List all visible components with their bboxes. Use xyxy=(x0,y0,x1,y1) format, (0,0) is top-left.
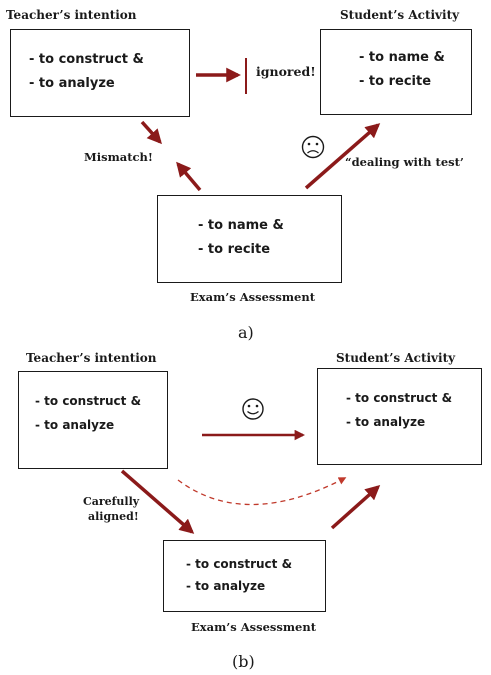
box-line: - to construct & xyxy=(29,52,144,67)
teacher-intention-title-b: Teacher’s intention xyxy=(26,351,157,365)
box-line: - to name & xyxy=(359,50,445,65)
box-line: - to construct & xyxy=(35,394,142,408)
box-line: - to construct & xyxy=(186,557,293,571)
box-line: - to analyze xyxy=(346,415,426,429)
aligned-label: aligned! xyxy=(88,510,139,523)
teacher-to-student-dashed-arrow xyxy=(177,477,347,506)
student-activity-box-b: - to construct & - to analyze xyxy=(317,368,482,465)
student-activity-title-b: Student’s Activity xyxy=(336,351,456,365)
box-line: - to analyze xyxy=(29,76,115,91)
exam-to-teacher-arrow-a xyxy=(176,161,202,192)
caption-b: (b) xyxy=(232,652,255,671)
teacher-intention-box-b: - to construct & - to analyze xyxy=(18,371,168,469)
box-line: - to recite xyxy=(359,74,432,89)
exam-to-student-arrow-b xyxy=(330,485,381,530)
exam-assessment-box-b: - to construct & - to analyze xyxy=(163,540,326,612)
box-line: - to analyze xyxy=(35,418,115,432)
exam-to-student-arrow-a xyxy=(304,123,381,190)
smiley-face-icon xyxy=(242,398,264,420)
exam-assessment-box-a: - to name & - to recite xyxy=(157,195,342,283)
exam-assessment-title-b: Exam’s Assessment xyxy=(191,620,317,634)
teacher-intention-box-a: - to construct & - to analyze xyxy=(10,29,190,117)
teacher-to-exam-arrow-a xyxy=(140,120,162,145)
ignored-label: ignored! xyxy=(256,64,316,79)
teacher-to-exam-arrow-b xyxy=(120,469,195,534)
mismatch-label: Mismatch! xyxy=(84,150,153,164)
student-activity-title-a: Student’s Activity xyxy=(340,8,460,22)
box-line: - to construct & xyxy=(346,391,453,405)
sad-face-icon xyxy=(301,135,325,159)
dealing-with-test-label: “dealing with test’ xyxy=(345,155,464,169)
teacher-intention-title-a: Teacher’s intention xyxy=(6,8,137,22)
exam-assessment-title-a: Exam’s Assessment xyxy=(190,290,316,304)
student-activity-box-a: - to name & - to recite xyxy=(320,29,472,115)
caption-a: a) xyxy=(238,323,254,342)
carefully-label: Carefully xyxy=(83,495,140,508)
box-line: - to analyze xyxy=(186,579,266,593)
box-line: - to recite xyxy=(198,242,271,257)
box-line: - to name & xyxy=(198,218,284,233)
